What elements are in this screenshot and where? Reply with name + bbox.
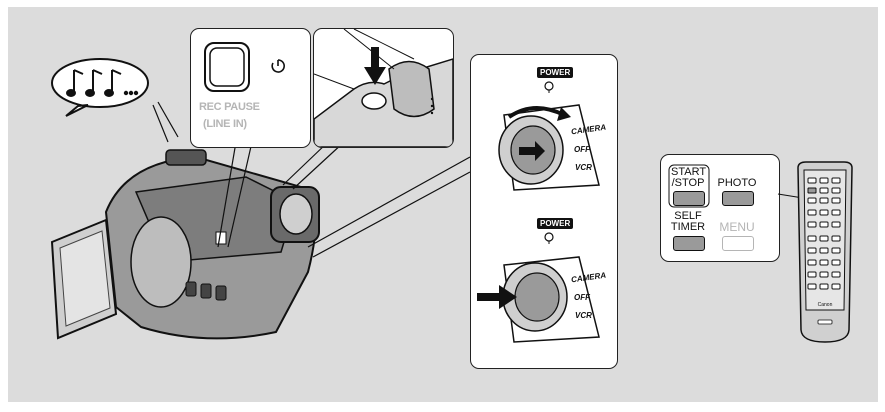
- illustration-scene: REC PAUSE (LINE IN) POWER CAME: [8, 7, 878, 402]
- power-switch-panel: POWER CAMERA OFF VCR POWER CAMERA OFF: [470, 54, 618, 369]
- photo-button-press-panel: [313, 28, 454, 148]
- rec-pause-screen-icon: [203, 41, 251, 93]
- self-timer-button[interactable]: [673, 236, 705, 251]
- remote-brand-text: Canon: [818, 302, 833, 308]
- photo-button[interactable]: [722, 191, 754, 206]
- self-timer-label-2: TIMER: [669, 222, 707, 233]
- off-position-top: OFF: [574, 145, 590, 154]
- power-dial-top: [489, 95, 609, 195]
- remote-buttons-panel: START /STOP PHOTO SELF TIMER MENU: [660, 154, 780, 262]
- press-arrow-icon: [477, 285, 517, 309]
- power-lamp-icon-bottom: [544, 232, 554, 244]
- press-arrow-icon: [364, 47, 386, 87]
- power-label-top: POWER: [537, 67, 573, 78]
- rec-pause-label: REC PAUSE: [199, 101, 260, 113]
- power-label-bottom: POWER: [537, 218, 573, 229]
- menu-button[interactable]: [722, 236, 754, 251]
- rec-pause-panel: REC PAUSE (LINE IN): [190, 28, 311, 148]
- off-position-bottom: OFF: [574, 293, 590, 302]
- vcr-position-top: VCR: [575, 163, 592, 172]
- menu-label: MENU: [717, 222, 757, 233]
- self-timer-icon: [269, 57, 287, 75]
- vcr-position-bottom: VCR: [575, 311, 592, 320]
- line-in-label: (LINE IN): [203, 118, 247, 130]
- power-lamp-icon-top: [544, 81, 554, 93]
- wireless-controller-illustration: Canon: [794, 160, 856, 345]
- start-stop-outline: [668, 164, 710, 208]
- photo-label: PHOTO: [715, 178, 759, 189]
